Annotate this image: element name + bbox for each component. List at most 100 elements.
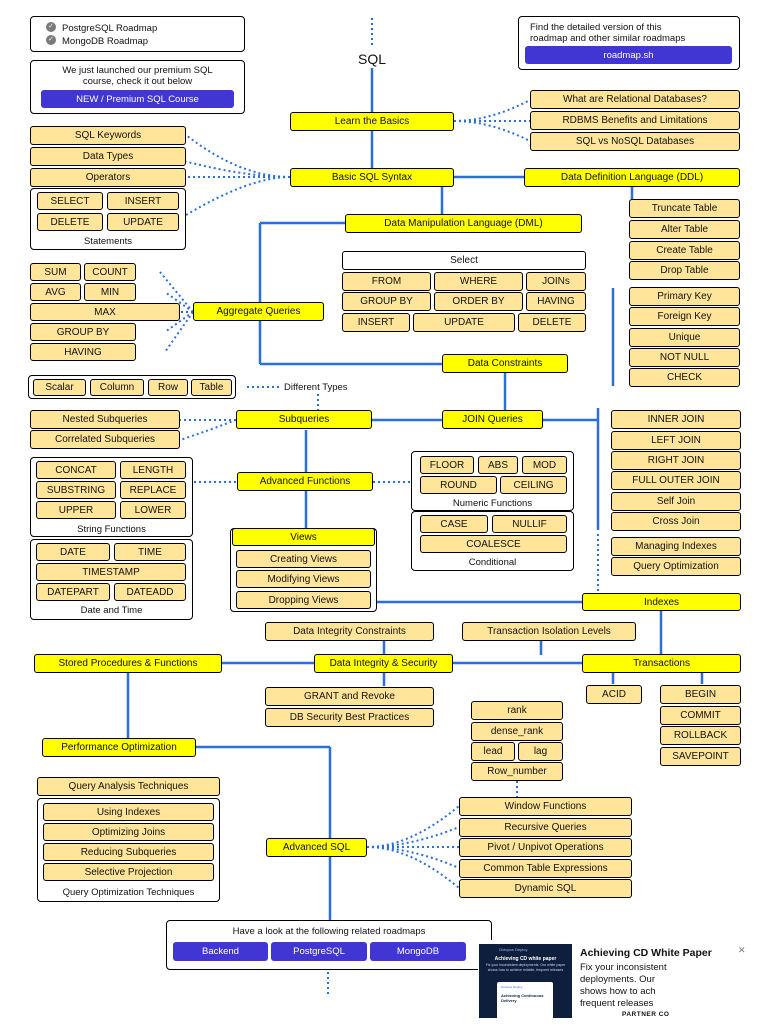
where-node[interactable]: WHERE — [434, 272, 523, 291]
lower-node[interactable]: LOWER — [120, 501, 186, 519]
dropping-views-node[interactable]: Dropping Views — [236, 591, 371, 609]
cte-node[interactable]: Common Table Expressions — [459, 859, 632, 878]
basic-syntax-node[interactable]: Basic SQL Syntax — [290, 168, 454, 187]
cross-join-node[interactable]: Cross Join — [611, 512, 741, 531]
selective-projection-node[interactable]: Selective Projection — [43, 863, 214, 881]
coalesce-node[interactable]: COALESCE — [420, 535, 567, 553]
sum-node[interactable]: SUM — [30, 263, 81, 281]
ad-title[interactable]: Achieving CD White Paper — [580, 947, 712, 959]
sql-keywords-node[interactable]: SQL Keywords — [30, 126, 186, 145]
alter-table-node[interactable]: Alter Table — [629, 220, 740, 239]
self-join-node[interactable]: Self Join — [611, 492, 741, 511]
select-statement-node[interactable]: SELECT — [37, 192, 103, 210]
transaction-isolation-node[interactable]: Transaction Isolation Levels — [462, 622, 636, 641]
avg-node[interactable]: AVG — [30, 283, 81, 301]
dense-rank-node[interactable]: dense_rank — [471, 722, 563, 741]
agg-having-node[interactable]: HAVING — [30, 343, 136, 361]
scalar-node[interactable]: Scalar — [33, 379, 86, 396]
aggregate-queries-node[interactable]: Aggregate Queries — [193, 302, 324, 321]
related-mongodb-link[interactable]: MongoDB Roadmap — [62, 36, 149, 47]
db-security-node[interactable]: DB Security Best Practices — [265, 708, 434, 727]
concat-node[interactable]: CONCAT — [36, 461, 116, 479]
upper-node[interactable]: UPPER — [36, 501, 116, 519]
right-join-node[interactable]: RIGHT JOIN — [611, 451, 741, 470]
integrity-security-node[interactable]: Data Integrity & Security — [314, 654, 453, 673]
foreign-key-node[interactable]: Foreign Key — [629, 307, 740, 326]
grant-revoke-node[interactable]: GRANT and Revoke — [265, 687, 434, 706]
order-by-node[interactable]: ORDER BY — [434, 292, 523, 311]
row-number-node[interactable]: Row_number — [471, 762, 563, 781]
premium-course-button[interactable]: NEW / Premium SQL Course — [41, 90, 234, 108]
timestamp-node[interactable]: TIMESTAMP — [36, 563, 186, 581]
stored-procedures-node[interactable]: Stored Procedures & Functions — [34, 654, 222, 673]
round-node[interactable]: ROUND — [420, 476, 497, 494]
check-node[interactable]: CHECK — [629, 368, 740, 387]
commit-node[interactable]: COMMIT — [660, 706, 741, 725]
query-optimization-node[interactable]: Query Optimization — [611, 557, 741, 576]
datepart-node[interactable]: DATEPART — [36, 583, 110, 601]
optimizing-joins-node[interactable]: Optimizing Joins — [43, 823, 214, 841]
rdbms-benefits-node[interactable]: RDBMS Benefits and Limitations — [530, 111, 740, 130]
mongodb-link-button[interactable]: MongoDB — [370, 942, 466, 961]
case-node[interactable]: CASE — [420, 515, 488, 533]
group-by-node[interactable]: GROUP BY — [342, 292, 431, 311]
inner-join-node[interactable]: INNER JOIN — [611, 410, 741, 429]
backend-link-button[interactable]: Backend — [173, 942, 268, 961]
roadmap-sh-button[interactable]: roadmap.sh — [525, 46, 732, 64]
relational-db-node[interactable]: What are Relational Databases? — [530, 90, 740, 109]
update-statement-node[interactable]: UPDATE — [107, 213, 179, 231]
row-node[interactable]: Row — [148, 379, 188, 396]
postgresql-link-button[interactable]: PostgreSQL — [271, 942, 367, 961]
max-node[interactable]: MAX — [30, 303, 180, 321]
left-join-node[interactable]: LEFT JOIN — [611, 431, 741, 450]
substring-node[interactable]: SUBSTRING — [36, 481, 116, 499]
not-null-node[interactable]: NOT NULL — [629, 348, 740, 367]
primary-key-node[interactable]: Primary Key — [629, 287, 740, 306]
subqueries-node[interactable]: Subqueries — [236, 410, 372, 429]
ad-close-icon[interactable]: ✕ — [738, 945, 746, 955]
insert-statement-node[interactable]: INSERT — [107, 192, 179, 210]
lag-node[interactable]: lag — [518, 742, 563, 761]
window-functions-node[interactable]: Window Functions — [459, 797, 632, 816]
query-analysis-node[interactable]: Query Analysis Techniques — [37, 777, 220, 796]
indexes-node[interactable]: Indexes — [582, 593, 741, 611]
data-integrity-constraints-node[interactable]: Data Integrity Constraints — [265, 622, 434, 641]
advanced-sql-node[interactable]: Advanced SQL — [266, 838, 367, 857]
count-node[interactable]: COUNT — [84, 263, 136, 281]
dml-node[interactable]: Data Manipulation Language (DML) — [345, 214, 582, 233]
ad-thumbnail[interactable]: Octopus Deploy Achieving CD white paper … — [479, 944, 572, 1018]
truncate-table-node[interactable]: Truncate Table — [629, 199, 740, 218]
drop-table-node[interactable]: Drop Table — [629, 261, 740, 280]
acid-node[interactable]: ACID — [586, 685, 642, 704]
transactions-node[interactable]: Transactions — [582, 654, 741, 673]
abs-node[interactable]: ABS — [478, 456, 518, 474]
mod-node[interactable]: MOD — [522, 456, 567, 474]
joins-node[interactable]: JOINs — [526, 272, 586, 291]
views-node[interactable]: Views — [232, 528, 375, 546]
nullif-node[interactable]: NULLIF — [492, 515, 567, 533]
begin-node[interactable]: BEGIN — [660, 685, 741, 704]
time-node[interactable]: TIME — [114, 543, 186, 561]
operators-node[interactable]: Operators — [30, 168, 186, 187]
ceiling-node[interactable]: CEILING — [500, 476, 567, 494]
managing-indexes-node[interactable]: Managing Indexes — [611, 537, 741, 556]
date-node[interactable]: DATE — [36, 543, 110, 561]
full-outer-join-node[interactable]: FULL OUTER JOIN — [611, 471, 741, 490]
create-table-node[interactable]: Create Table — [629, 241, 740, 260]
replace-node[interactable]: REPLACE — [120, 481, 186, 499]
update-node[interactable]: UPDATE — [413, 313, 515, 332]
dynamic-sql-node[interactable]: Dynamic SQL — [459, 879, 632, 898]
creating-views-node[interactable]: Creating Views — [236, 550, 371, 568]
advanced-functions-node[interactable]: Advanced Functions — [237, 472, 373, 491]
rank-node[interactable]: rank — [471, 701, 563, 720]
delete-statement-node[interactable]: DELETE — [37, 213, 103, 231]
pivot-unpivot-node[interactable]: Pivot / Unpivot Operations — [459, 838, 632, 857]
from-node[interactable]: FROM — [342, 272, 431, 291]
length-node[interactable]: LENGTH — [120, 461, 186, 479]
agg-group-by-node[interactable]: GROUP BY — [30, 323, 136, 341]
having-node[interactable]: HAVING — [526, 292, 586, 311]
related-postgresql-link[interactable]: PostgreSQL Roadmap — [62, 23, 158, 34]
lead-node[interactable]: lead — [471, 742, 515, 761]
insert-node[interactable]: INSERT — [342, 313, 410, 332]
join-queries-node[interactable]: JOIN Queries — [442, 410, 543, 429]
